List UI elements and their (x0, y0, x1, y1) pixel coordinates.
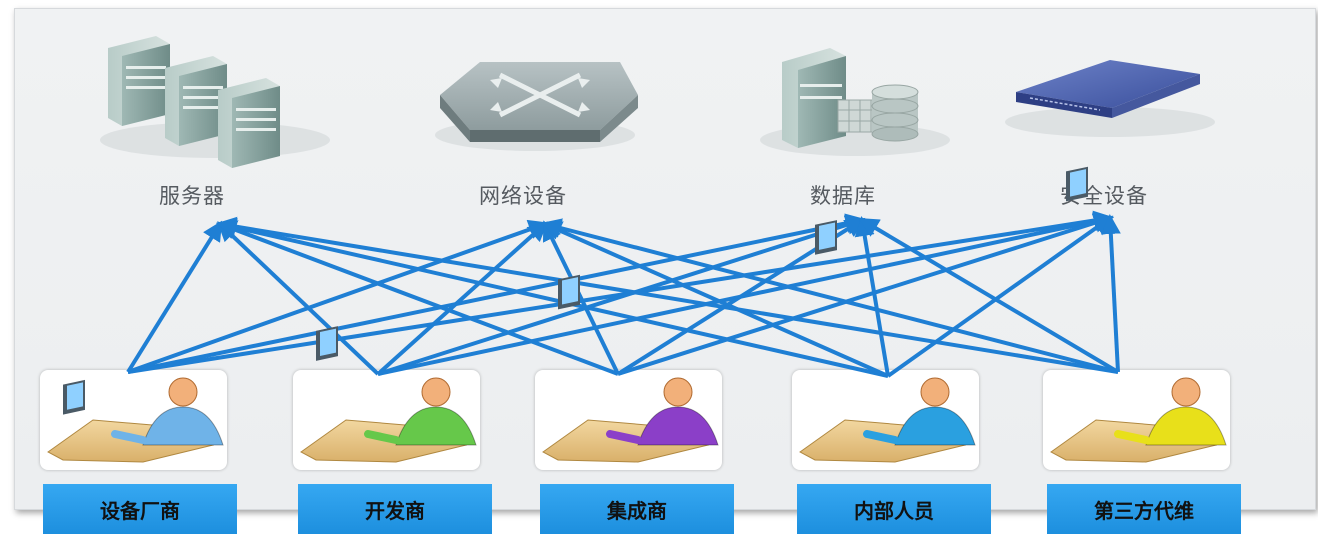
access-arrows (126, 210, 1121, 378)
role-label-developer: 开发商 (298, 484, 492, 534)
arrow-vendor-to-security (127, 210, 1114, 374)
person-at-computer-icon (1050, 166, 1227, 463)
arrow-staff-to-network (541, 221, 889, 378)
role-label-vendor: 设备厂商 (43, 484, 237, 534)
device-label-network: 网络设备 (479, 184, 567, 208)
device-label-database: 数据库 (810, 184, 876, 208)
arrow-integrator-to-network (543, 220, 620, 375)
security-appliance-icon (1005, 60, 1215, 137)
device-label-server: 服务器 (159, 184, 225, 208)
server-rack-icon (100, 36, 330, 168)
database-server-icon (760, 48, 950, 156)
role-label-third-party: 第三方代维 (1047, 484, 1241, 534)
person-with-headset-icon (542, 274, 719, 463)
arrow-staff-to-server (216, 217, 889, 378)
role-label-integrator: 集成商 (540, 484, 734, 534)
person-at-computer-icon (47, 377, 224, 463)
arrow-third_party-to-server (216, 216, 1119, 374)
arrow-integrator-to-security (617, 213, 1114, 376)
arrow-staff-to-database (854, 216, 890, 377)
person-at-computer-icon (799, 220, 976, 463)
arrow-third_party-to-database (858, 217, 1120, 374)
arrow-staff-to-security (886, 215, 1114, 378)
arrow-developer-to-network (376, 221, 548, 376)
arrow-developer-to-server (217, 221, 380, 376)
arrow-third_party-to-network (541, 218, 1119, 374)
arrow-vendor-to-database (127, 213, 866, 374)
arrow-developer-to-database (377, 215, 866, 376)
role-illustrations (47, 166, 1227, 463)
arrow-integrator-to-server (216, 220, 619, 376)
arrow-vendor-to-server (126, 220, 223, 374)
role-label-staff: 内部人员 (797, 484, 991, 534)
network-switch-icon (435, 62, 638, 151)
arrow-third_party-to-security (1100, 214, 1121, 373)
person-at-computer-icon (300, 326, 477, 463)
arrow-vendor-to-network (127, 219, 549, 374)
